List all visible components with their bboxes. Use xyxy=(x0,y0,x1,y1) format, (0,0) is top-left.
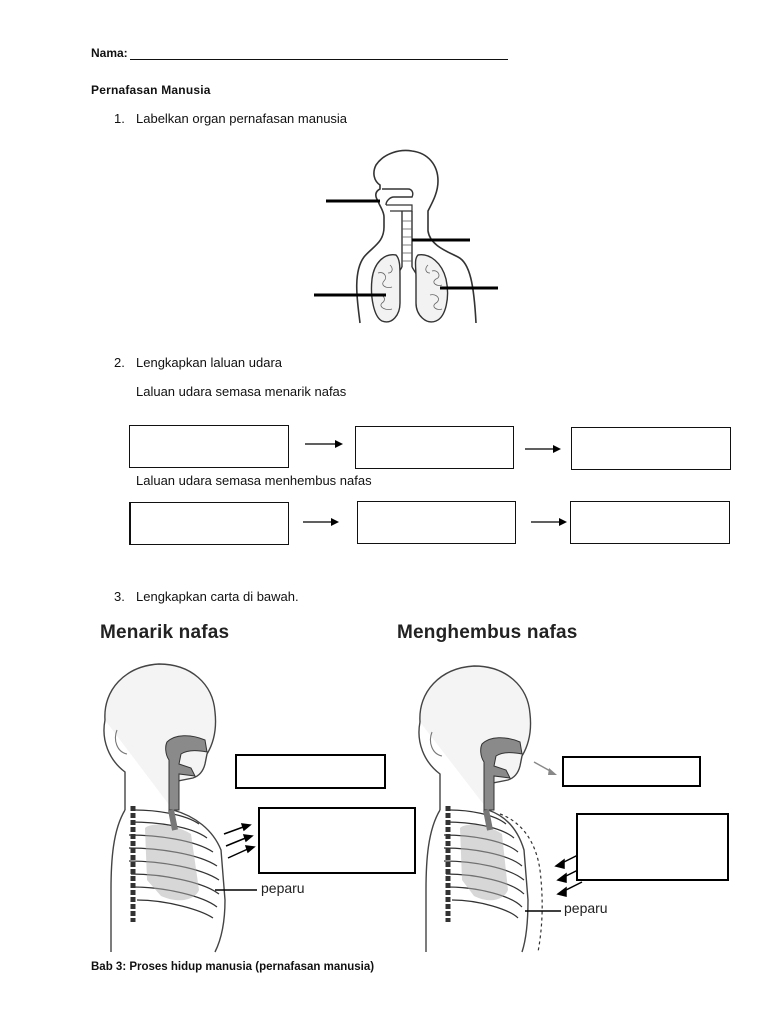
inhale-chart-answer-box-1[interactable] xyxy=(235,754,386,789)
exhale-heading: Menghembus nafas xyxy=(397,622,578,643)
name-field[interactable]: Nama: xyxy=(91,46,508,60)
inhale-path-label: Laluan udara semasa menarik nafas xyxy=(136,384,347,399)
exhale-chart-answer-box-1[interactable] xyxy=(562,756,701,787)
exhale-answer-box-3[interactable] xyxy=(570,501,730,544)
exhale-body-illustration xyxy=(418,665,543,953)
section-title: Pernafasan Manusia xyxy=(91,83,211,97)
respiratory-system-diagram xyxy=(314,149,498,324)
exhale-answer-box-1[interactable] xyxy=(129,502,289,545)
question-1: 1. Labelkan organ pernafasan manusia xyxy=(114,111,347,126)
inhale-heading: Menarik nafas xyxy=(100,622,230,643)
inhale-answer-box-2[interactable] xyxy=(355,426,514,469)
peparu-pointer-line xyxy=(525,910,561,912)
footer-chapter-title: Bab 3: Proses hidup manusia (pernafasan … xyxy=(91,961,375,973)
exhale-path-label: Laluan udara semasa menhembus nafas xyxy=(136,473,372,488)
peparu-pointer-line xyxy=(215,889,257,891)
inhale-body-illustration xyxy=(103,663,226,953)
peparu-label-exhale: peparu xyxy=(564,900,608,916)
question-number: 3. xyxy=(114,589,125,604)
inhale-answer-box-1[interactable] xyxy=(129,425,289,468)
arrow-right-icon xyxy=(303,518,339,526)
exhale-chart-answer-box-2[interactable] xyxy=(576,813,729,881)
question-number: 2. xyxy=(114,355,125,370)
question-3: 3. Lengkapkan carta di bawah. xyxy=(114,589,299,604)
arrow-right-icon xyxy=(525,445,561,453)
air-out-arrow-icon xyxy=(533,761,557,775)
peparu-label-inhale: peparu xyxy=(261,880,305,896)
inhale-chart-answer-box-2[interactable] xyxy=(258,807,416,874)
question-number: 1. xyxy=(114,111,125,126)
question-text: Labelkan organ pernafasan manusia xyxy=(136,111,348,126)
chest-expand-arrows-icon xyxy=(223,823,256,859)
name-label: Nama: xyxy=(91,46,128,60)
arrow-right-icon xyxy=(531,518,567,526)
arrow-right-icon xyxy=(305,440,343,448)
question-text: Lengkapkan carta di bawah. xyxy=(136,589,299,604)
exhale-answer-box-2[interactable] xyxy=(357,501,516,544)
inhale-answer-box-3[interactable] xyxy=(571,427,731,470)
question-2: 2. Lengkapkan laluan udara xyxy=(114,355,282,370)
question-text: Lengkapkan laluan udara xyxy=(136,355,283,370)
name-blank-line[interactable] xyxy=(129,47,508,60)
